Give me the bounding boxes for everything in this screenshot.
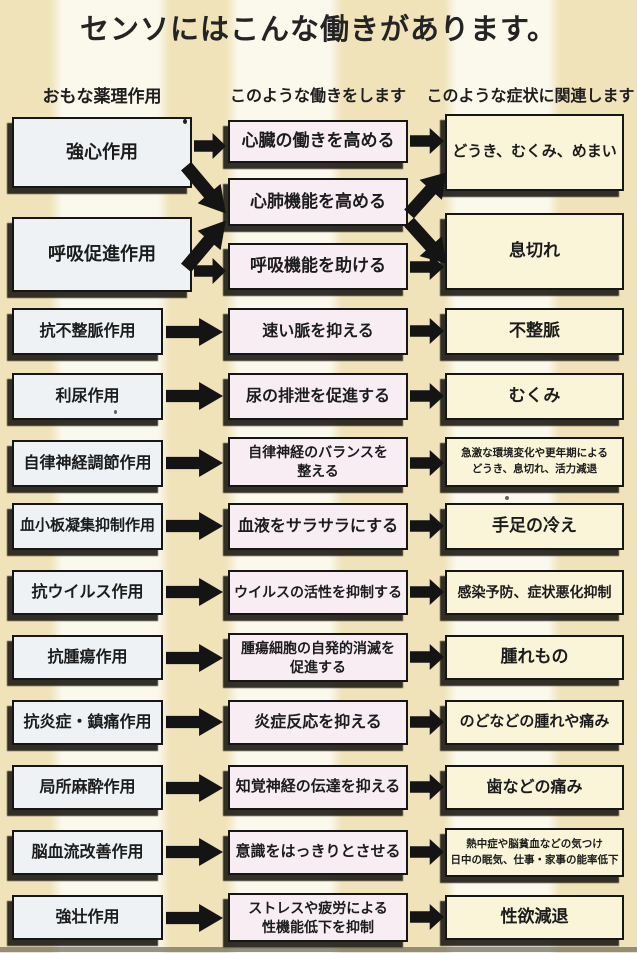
arrow-right-icon <box>410 644 444 670</box>
scan-speck <box>183 119 187 124</box>
effect-box: 自律神経のバランスを 整える <box>228 437 408 487</box>
column-header-symptoms: このような症状に関連します <box>426 88 635 105</box>
arrow-right-icon <box>166 774 223 802</box>
action-box: 抗不整脈作用 <box>12 308 163 355</box>
effect-box: 意識をはっきりとさせる <box>228 830 408 875</box>
action-box: 自律神経調節作用 <box>12 440 163 487</box>
arrow-right-icon <box>410 709 444 735</box>
symptom-box: 歯などの痛み <box>445 765 624 810</box>
scan-edge-line <box>0 947 637 952</box>
effect-box: ウイルスの活性を抑制する <box>228 570 408 615</box>
action-box: 抗ウイルス作用 <box>12 570 163 615</box>
arrow-right-icon <box>166 838 223 866</box>
effect-box: ストレスや疲労による 性機能低下を抑制 <box>228 893 408 942</box>
arrow-right-icon <box>410 513 444 539</box>
symptom-box: のどなどの腫れや痛み <box>445 700 624 745</box>
action-box: 血小板凝集抑制作用 <box>12 503 163 550</box>
effect-box: 速い脈を抑える <box>228 308 408 355</box>
action-box: 脳血流改善作用 <box>12 830 163 875</box>
arrow-right-icon <box>410 318 444 344</box>
arrow-right-icon <box>410 579 444 605</box>
arrow-right-icon <box>410 383 444 409</box>
arrow-right-icon <box>166 644 223 672</box>
arrow-right-icon <box>166 578 223 606</box>
action-box: 局所麻酔作用 <box>12 765 163 810</box>
effect-box: 知覚神経の伝達を抑える <box>228 765 408 810</box>
action-box: 抗炎症・鎮痛作用 <box>12 700 163 745</box>
page-title: センソにはこんな働きがあります。 <box>79 14 558 46</box>
column-header-pharmacology: おもな薬理作用 <box>42 87 162 106</box>
symptom-box: むくみ <box>445 373 624 420</box>
arrow-right-icon <box>166 512 223 540</box>
scan-speck <box>114 410 117 414</box>
effect-box: 血液をサラサラにする <box>228 503 408 550</box>
effect-box: 心臓の働きを高める <box>228 120 408 163</box>
action-box: 利尿作用 <box>12 373 163 420</box>
arrow-right-icon <box>410 904 444 930</box>
action-box: 抗腫瘍作用 <box>12 635 163 680</box>
arrow-right-icon <box>410 774 444 800</box>
arrow-right-icon <box>410 128 444 154</box>
arrow-right-icon <box>166 904 223 932</box>
symptom-box: どうき、むくみ、めまい <box>445 114 624 191</box>
symptom-box: 手足の冷え <box>445 503 624 550</box>
effect-box: 腫瘍細胞の自発的消滅を 促進する <box>228 633 408 682</box>
arrow-right-icon <box>194 133 226 159</box>
symptom-box: 熱中症や脳貧血などの気つけ 日中の眠気、仕事・家事の能率低下 <box>445 828 624 877</box>
action-box: 強壮作用 <box>12 895 163 940</box>
scan-speck <box>505 496 509 500</box>
column-header-effects: このような働きをします <box>229 88 406 105</box>
effect-box: 呼吸機能を助ける <box>228 243 408 290</box>
effect-box: 炎症反応を抑える <box>228 700 408 745</box>
effect-box: 心肺機能を高める <box>228 178 408 226</box>
symptom-box: 性欲減退 <box>445 895 624 940</box>
effect-box: 尿の排泄を促進する <box>228 373 408 420</box>
action-box: 呼吸促進作用 <box>12 217 192 292</box>
arrow-right-icon <box>166 708 223 736</box>
arrow-right-icon <box>410 450 444 476</box>
arrow-right-icon <box>410 839 444 865</box>
symptom-box: 感染予防、症状悪化抑制 <box>445 570 624 615</box>
symptom-box: 息切れ <box>445 213 624 290</box>
arrow-right-icon <box>166 382 223 410</box>
arrow-right-icon <box>166 449 223 477</box>
symptom-box: 腫れもの <box>445 635 624 680</box>
arrow-right-icon <box>166 318 223 346</box>
symptom-box: 不整脈 <box>445 308 624 355</box>
symptom-box: 急激な環境変化や更年期による どうき、息切れ、活力減退 <box>445 437 624 487</box>
action-box: 強心作用 <box>12 117 192 188</box>
